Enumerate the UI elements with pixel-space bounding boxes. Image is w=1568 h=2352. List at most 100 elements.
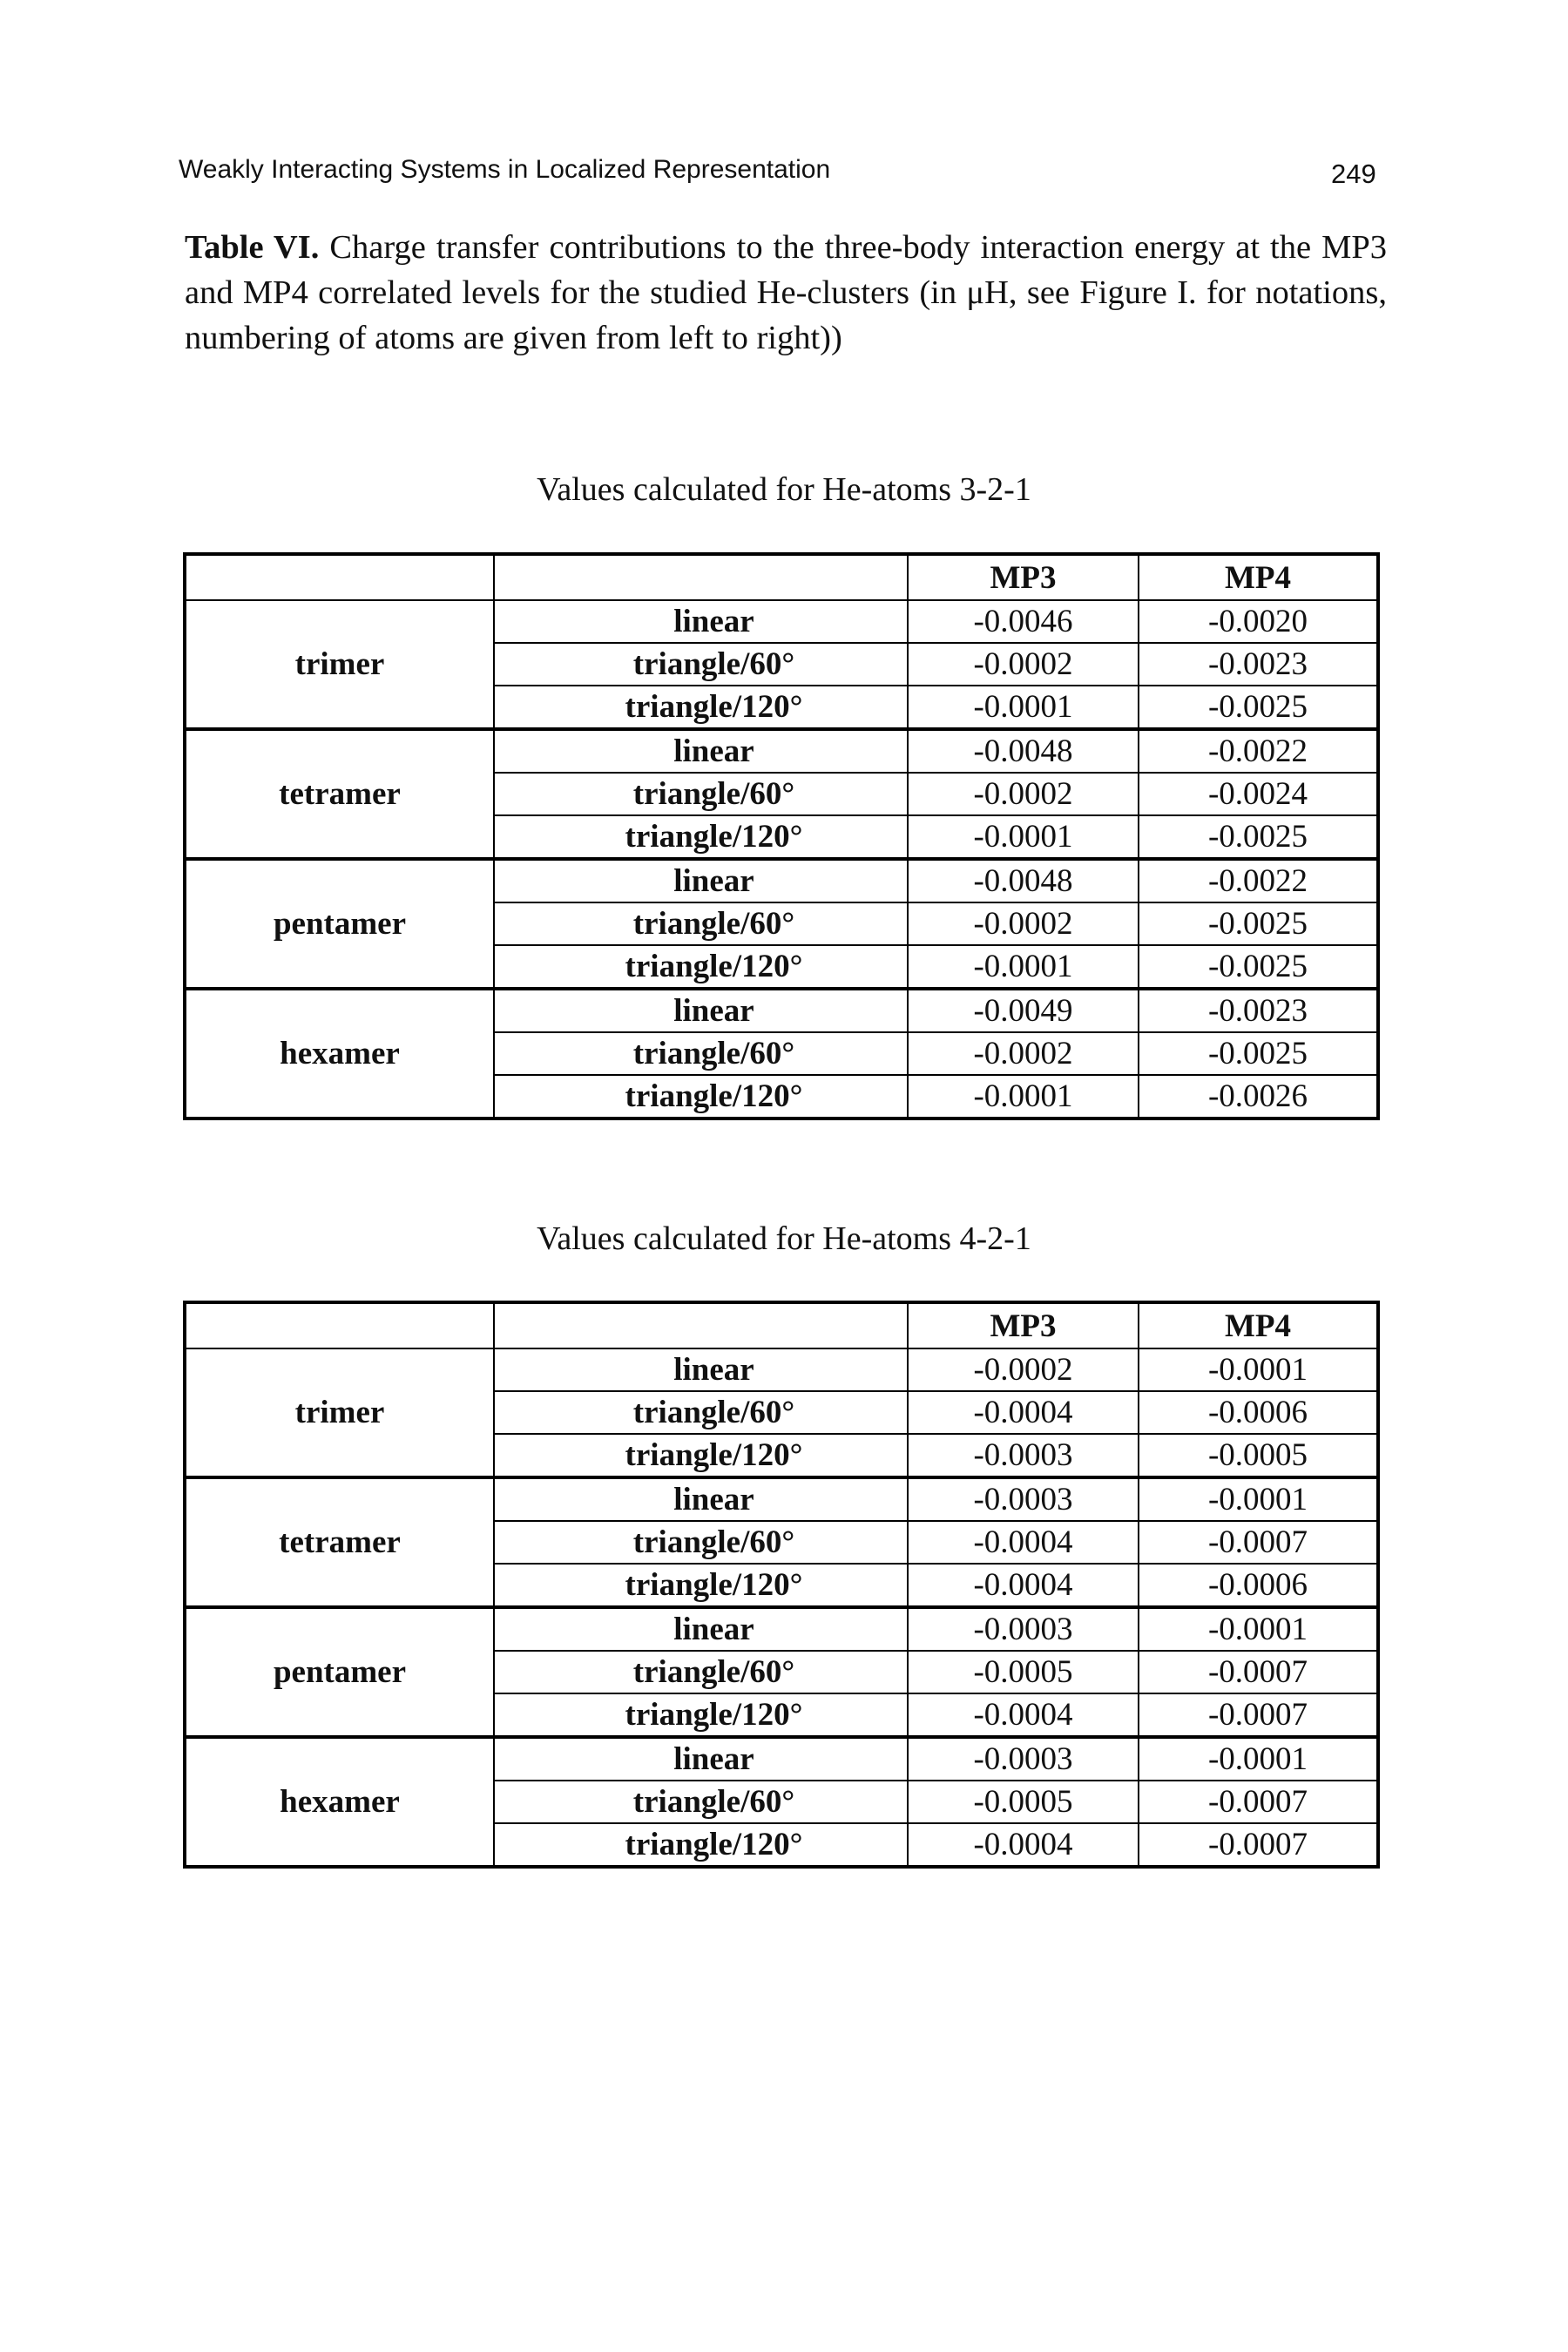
mp4-cell: -0.0025 [1138, 814, 1379, 861]
mp4-cell: -0.0006 [1138, 1390, 1379, 1435]
table-row: triangle/60°-0.0002-0.0025 [185, 902, 1379, 946]
mp3-cell: -0.0001 [907, 1074, 1139, 1120]
geometry-cell: triangle/120° [493, 1074, 909, 1120]
table-row: triangle/120°-0.0001-0.0025 [185, 944, 1379, 990]
table-row: triangle/60°-0.0002-0.0023 [185, 642, 1379, 686]
column-header: MP4 [1138, 1301, 1379, 1349]
cluster-name-cell: pentamer [184, 1606, 495, 1739]
column-header [493, 553, 909, 601]
mp3-cell: -0.0049 [907, 988, 1139, 1033]
mp3-cell: -0.0046 [907, 599, 1139, 644]
mp4-cell: -0.0026 [1138, 1074, 1379, 1120]
column-header [184, 553, 495, 601]
mp3-cell: -0.0001 [907, 944, 1139, 990]
mp4-cell: -0.0007 [1138, 1650, 1379, 1694]
geometry-cell: linear [493, 1736, 909, 1781]
mp3-cell: -0.0048 [907, 858, 1139, 903]
mp3-cell: -0.0003 [907, 1736, 1139, 1781]
mp3-cell: -0.0005 [907, 1650, 1139, 1694]
table-row: triangle/60°-0.0005-0.0007 [185, 1780, 1379, 1824]
table-row: triangle/120°-0.0004-0.0007 [185, 1693, 1379, 1739]
geometry-cell: linear [493, 1477, 909, 1522]
geometry-cell: triangle/60° [493, 1650, 909, 1694]
geometry-cell: triangle/60° [493, 1520, 909, 1565]
cluster-name-cell: tetramer [184, 1477, 495, 1609]
mp3-cell: -0.0002 [907, 772, 1139, 816]
cluster-name-cell: trimer [184, 599, 495, 731]
geometry-cell: triangle/60° [493, 772, 909, 816]
mp3-cell: -0.0004 [907, 1390, 1139, 1435]
column-header: MP3 [907, 553, 1139, 601]
mp3-cell: -0.0003 [907, 1477, 1139, 1522]
geometry-cell: linear [493, 599, 909, 644]
mp3-cell: -0.0003 [907, 1433, 1139, 1479]
table-row: triangle/120°-0.0001-0.0026 [185, 1074, 1379, 1120]
column-header [184, 1301, 495, 1349]
caption-label: Table VI. [185, 229, 320, 266]
geometry-cell: triangle/60° [493, 642, 909, 686]
mp4-cell: -0.0023 [1138, 988, 1379, 1033]
mp4-cell: -0.0001 [1138, 1348, 1379, 1392]
mp3-cell: -0.0002 [907, 1031, 1139, 1076]
table-row: triangle/120°-0.0001-0.0025 [185, 685, 1379, 731]
geometry-cell: linear [493, 1606, 909, 1652]
mp4-cell: -0.0020 [1138, 599, 1379, 644]
column-header [493, 1301, 909, 1349]
geometry-cell: triangle/120° [493, 814, 909, 861]
mp3-cell: -0.0001 [907, 685, 1139, 731]
mp3-cell: -0.0004 [907, 1520, 1139, 1565]
mp4-cell: -0.0022 [1138, 858, 1379, 903]
table-row: triangle/120°-0.0003-0.0005 [185, 1433, 1379, 1479]
mp4-cell: -0.0022 [1138, 728, 1379, 774]
mp3-cell: -0.0001 [907, 814, 1139, 861]
table-row: triangle/60°-0.0004-0.0006 [185, 1390, 1379, 1435]
mp3-cell: -0.0002 [907, 1348, 1139, 1392]
mp3-cell: -0.0002 [907, 902, 1139, 946]
table-row: triangle/120°-0.0001-0.0025 [185, 814, 1379, 861]
geometry-cell: linear [493, 858, 909, 903]
mp3-cell: -0.0004 [907, 1822, 1139, 1869]
geometry-cell: triangle/120° [493, 1433, 909, 1479]
cluster-name-cell: hexamer [184, 1736, 495, 1869]
geometry-cell: linear [493, 728, 909, 774]
table-row: triangle/60°-0.0002-0.0025 [185, 1031, 1379, 1076]
cluster-name-cell: hexamer [184, 988, 495, 1120]
cluster-name-cell: tetramer [184, 728, 495, 861]
mp3-cell: -0.0004 [907, 1693, 1139, 1739]
cluster-name-cell: pentamer [184, 858, 495, 990]
cluster-name-cell: trimer [184, 1348, 495, 1479]
mp4-cell: -0.0001 [1138, 1606, 1379, 1652]
mp4-cell: -0.0001 [1138, 1477, 1379, 1522]
mp4-cell: -0.0005 [1138, 1433, 1379, 1479]
mp3-cell: -0.0004 [907, 1563, 1139, 1609]
mp3-cell: -0.0003 [907, 1606, 1139, 1652]
table-row: triangle/120°-0.0004-0.0007 [185, 1822, 1379, 1869]
mp4-cell: -0.0025 [1138, 1031, 1379, 1076]
table-row: triangle/60°-0.0004-0.0007 [185, 1520, 1379, 1565]
mp3-cell: -0.0048 [907, 728, 1139, 774]
geometry-cell: triangle/120° [493, 944, 909, 990]
page-number: 249 [1331, 159, 1376, 189]
table-subtitle: Values calculated for He-atoms 3-2-1 [537, 471, 1031, 508]
geometry-cell: triangle/60° [493, 902, 909, 946]
column-header: MP4 [1138, 553, 1379, 601]
mp4-cell: -0.0007 [1138, 1693, 1379, 1739]
table-row: triangle/60°-0.0002-0.0024 [185, 772, 1379, 816]
geometry-cell: triangle/120° [493, 685, 909, 731]
mp4-cell: -0.0007 [1138, 1780, 1379, 1824]
table-subtitle: Values calculated for He-atoms 4-2-1 [537, 1220, 1031, 1257]
geometry-cell: triangle/60° [493, 1780, 909, 1824]
table-row: triangle/120°-0.0004-0.0006 [185, 1563, 1379, 1609]
mp4-cell: -0.0025 [1138, 685, 1379, 731]
